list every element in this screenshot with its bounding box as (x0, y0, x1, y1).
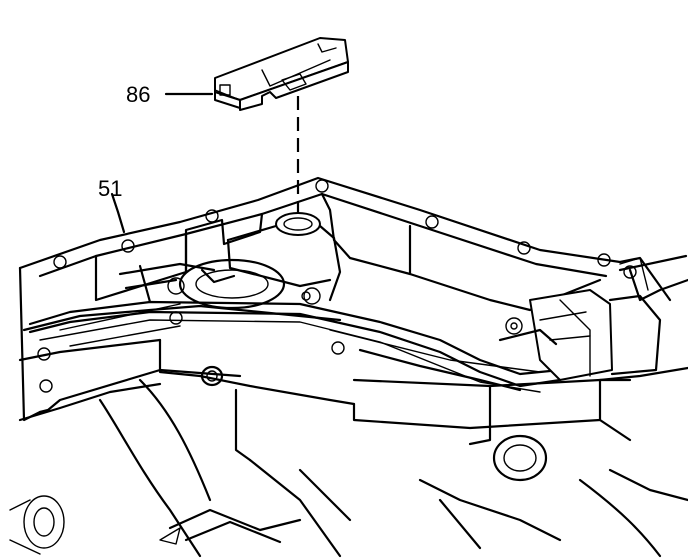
callout-51: 51 (98, 176, 122, 201)
part-51-gasket (18, 176, 672, 422)
solenoid-connector (498, 254, 688, 381)
transmission-case (9, 338, 688, 558)
callout-86: 86 (126, 82, 150, 107)
leader-line-51 (110, 192, 126, 234)
part-86-block (214, 37, 349, 111)
transmission-tubes (28, 300, 562, 393)
valve-body-boss (226, 212, 342, 302)
manual-valve-lever (118, 258, 321, 310)
right-flange (598, 265, 688, 382)
